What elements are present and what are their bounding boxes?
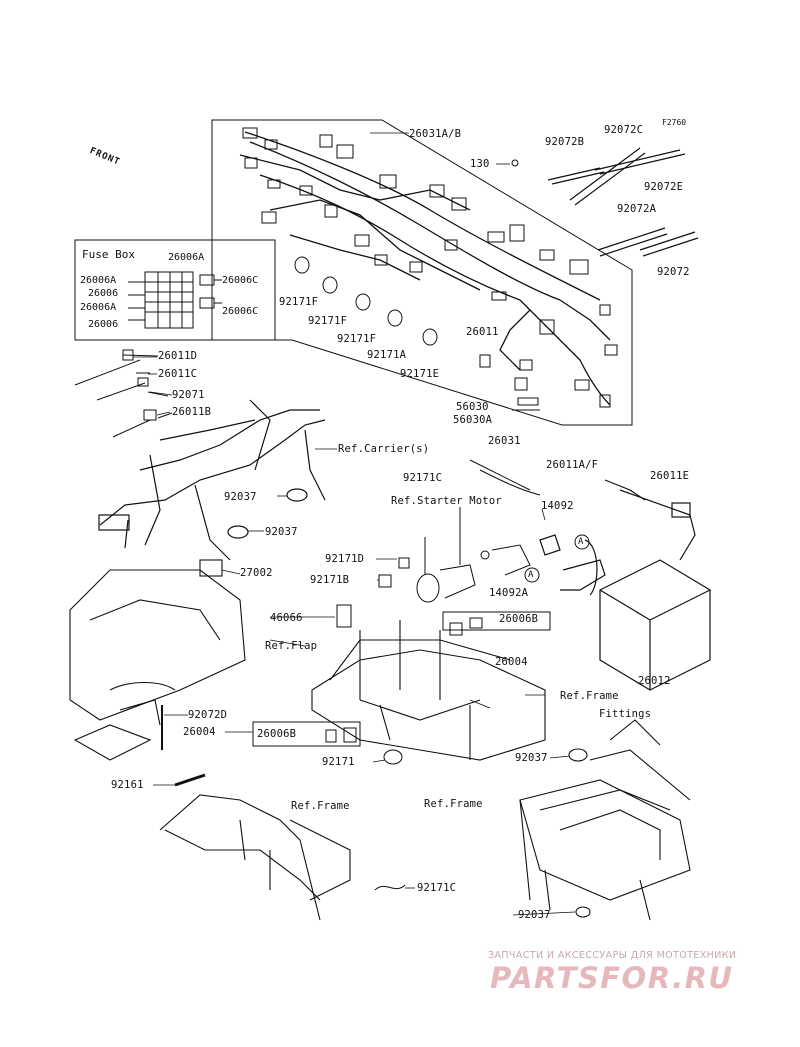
- callout-label: Ref.Starter Motor: [391, 495, 502, 507]
- callout-label: 92071: [172, 389, 205, 401]
- callout-label: Fittings: [599, 708, 652, 720]
- fuse-part-label: 26006A: [80, 275, 117, 286]
- callout-label: 26011B: [172, 406, 212, 418]
- callout-label: 130: [470, 158, 490, 170]
- callout-label: 26011D: [158, 350, 198, 362]
- callout-label: 92171F: [279, 296, 319, 308]
- fuse-box-internals: [128, 271, 222, 329]
- callout-label: 92037: [265, 526, 298, 538]
- callout-label: 92072C: [604, 124, 644, 136]
- callout-label: 92072D: [188, 709, 228, 721]
- relay-46066-shape: [336, 604, 352, 628]
- callout-label: 92037: [515, 752, 548, 764]
- callout-label: 92072B: [545, 136, 585, 148]
- grommets: [294, 256, 438, 346]
- box-26006b-upper: [442, 611, 551, 631]
- fuse-part-label: 26006A: [80, 302, 117, 313]
- cable-ties: [547, 147, 699, 257]
- callout-label: 92171C: [403, 472, 443, 484]
- callout-label: 26006B: [499, 613, 539, 625]
- callout-label: Ref.Carrier(s): [338, 443, 430, 455]
- battery-area: [539, 479, 711, 691]
- bolt-130-shape: [511, 159, 519, 167]
- callout-label: Ref.Frame: [424, 798, 483, 810]
- callout-label: 92037: [224, 491, 257, 503]
- callout-label: Ref.Frame: [560, 690, 619, 702]
- callout-label: 92171B: [310, 574, 350, 586]
- rear-frame-right: [519, 719, 691, 921]
- callout-label: 26011E: [650, 470, 690, 482]
- rear-frame-left: [159, 794, 351, 921]
- tie-92171c-lower: [374, 884, 406, 891]
- callout-label: 56030A: [453, 414, 493, 426]
- callout-label: 92037: [518, 909, 551, 921]
- main-harness: [239, 131, 611, 406]
- callout-label: 92171F: [337, 333, 377, 345]
- callout-label: 14092: [541, 500, 574, 512]
- callout-label: 26011A/F: [546, 459, 599, 471]
- connector-mark-a: A: [578, 537, 584, 547]
- callout-label: 26004: [183, 726, 216, 738]
- callout-label: 26011: [466, 326, 499, 338]
- callout-label: 92072E: [644, 181, 684, 193]
- diagram-code: F2760: [662, 118, 687, 127]
- callout-label: 26006B: [257, 728, 297, 740]
- callout-label: 92171A: [367, 349, 407, 361]
- callout-label: 27002: [240, 567, 273, 579]
- callout-label: 92171C: [417, 882, 457, 894]
- callout-label: Ref.Frame: [291, 800, 350, 812]
- carrier-frame: [98, 399, 326, 561]
- watermark-brand: PARTSFOR.RU: [490, 961, 734, 995]
- callout-label: Ref.Flap: [265, 640, 318, 652]
- center-tub: [311, 620, 546, 761]
- callout-label: 26012: [638, 675, 671, 687]
- callout-label: 26011C: [158, 368, 198, 380]
- starter-relay: [416, 459, 541, 603]
- watermark-tagline: ЗАПЧАСТИ И АКСЕССУАРЫ ДЛЯ МОТОТЕХНИКИ: [488, 950, 737, 961]
- leader-lines: [133, 132, 576, 916]
- left-wire-parts: [74, 349, 173, 438]
- connector-a-left-circle: [574, 534, 590, 550]
- callout-label: 26031: [488, 435, 521, 447]
- callout-label: 92171F: [308, 315, 348, 327]
- callout-label: 92072A: [617, 203, 657, 215]
- callout-label: 26031A/B: [409, 128, 462, 140]
- fuse-part-label: 26006A: [168, 252, 205, 263]
- callout-label: 26004: [495, 656, 528, 668]
- harness-connectors: [242, 127, 618, 408]
- box-26006b-lower: [252, 721, 361, 747]
- callout-label: 92171D: [325, 553, 365, 565]
- callout-label: 92161: [111, 779, 144, 791]
- fuse-part-label: 26006: [88, 288, 119, 299]
- connector-mark-a: A: [528, 570, 534, 580]
- callout-label: 56030: [456, 401, 489, 413]
- callout-label: 46066: [270, 612, 303, 624]
- fuse-part-label: 26006C: [222, 306, 259, 317]
- left-floor-panel: [69, 559, 246, 761]
- fuse-box-frame: [74, 239, 276, 341]
- callout-label: 92072: [657, 266, 690, 278]
- fuse-part-label: 26006: [88, 319, 119, 330]
- connector-a-right-circle: [524, 567, 540, 583]
- callout-label: 92171: [322, 756, 355, 768]
- callout-label: 14092A: [489, 587, 529, 599]
- callout-label: 92171E: [400, 368, 440, 380]
- fuse-box-title: Fuse Box: [82, 248, 135, 261]
- fuse-part-label: 26006C: [222, 275, 259, 286]
